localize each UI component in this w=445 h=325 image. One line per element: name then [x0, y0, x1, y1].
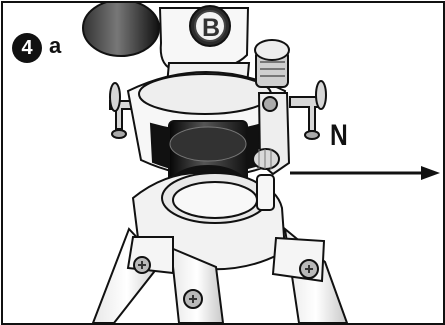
step-sub-label: a [49, 33, 61, 59]
alignment-peg [257, 175, 274, 210]
mount-assembly-illustration: B [3, 3, 443, 323]
fine-adjust-knob [253, 149, 279, 169]
north-direction-label: N [330, 119, 348, 153]
dial-knob [83, 3, 159, 56]
step-number-badge: 4 [12, 33, 42, 63]
logo-letter: B [202, 14, 220, 42]
